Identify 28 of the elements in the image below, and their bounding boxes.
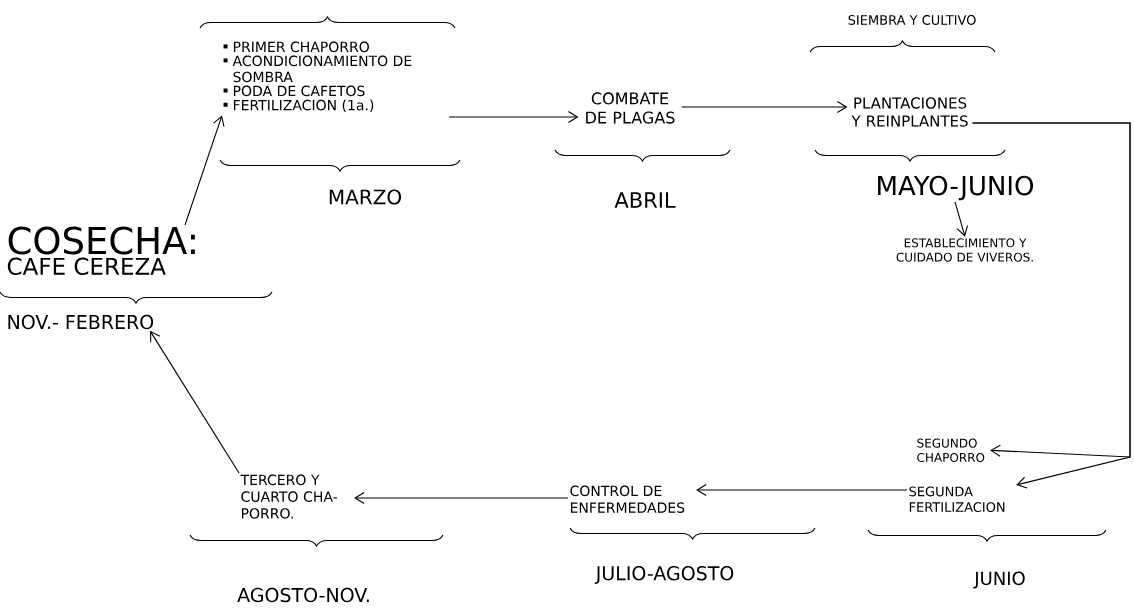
activity-text: SEGUNDA FERTILIZACION: [909, 486, 1005, 512]
period-label: NOV.- FEBRERO: [8, 314, 154, 330]
harvest-heading: COSECHA:: [8, 226, 195, 255]
arrow: [150, 330, 240, 474]
period-label: ABRIL: [614, 192, 676, 208]
group-heading: SIEMBRA Y CULTIVO: [848, 15, 976, 25]
period-label: MARZO: [329, 189, 401, 205]
arrow: [681, 100, 848, 114]
list-item: ACONDICIONAMIENTO DE SOMBRA: [232, 55, 412, 83]
period-label: MAYO-JUNIO: [878, 175, 1034, 201]
activity-text: TERCERO Y CUARTO CHA- PORRO.: [240, 474, 338, 519]
period-label: JUNIO: [973, 571, 1025, 589]
list-item: PRIMER CHAPORRO: [233, 41, 369, 53]
arrow: [184, 115, 225, 226]
arrow: [696, 483, 908, 497]
period-label: JULIO-AGOSTO: [594, 566, 734, 584]
arrow: [354, 491, 569, 505]
list-item: PODA DE CAFETOS: [233, 85, 365, 97]
arrow: [448, 110, 579, 124]
activity-text: COMBATE DE PLAGAS: [586, 92, 675, 124]
period-label: AGOSTO-NOV.: [237, 587, 369, 603]
activity-text: PLANTACIONES Y REINPLANTES: [851, 97, 968, 127]
arrow: [954, 201, 969, 237]
crop-text: CAFE CEREZA: [7, 257, 166, 275]
list-item: FERTILIZACION (1a.): [233, 99, 374, 113]
activity-text: CONTROL DE ENFERMEDADES: [570, 485, 685, 513]
activity-text: SEGUNDO CHAPORRO: [917, 438, 985, 463]
activity-text: ESTABLECIMIENTO Y CUIDADO DE VIVEROS.: [896, 238, 1033, 262]
